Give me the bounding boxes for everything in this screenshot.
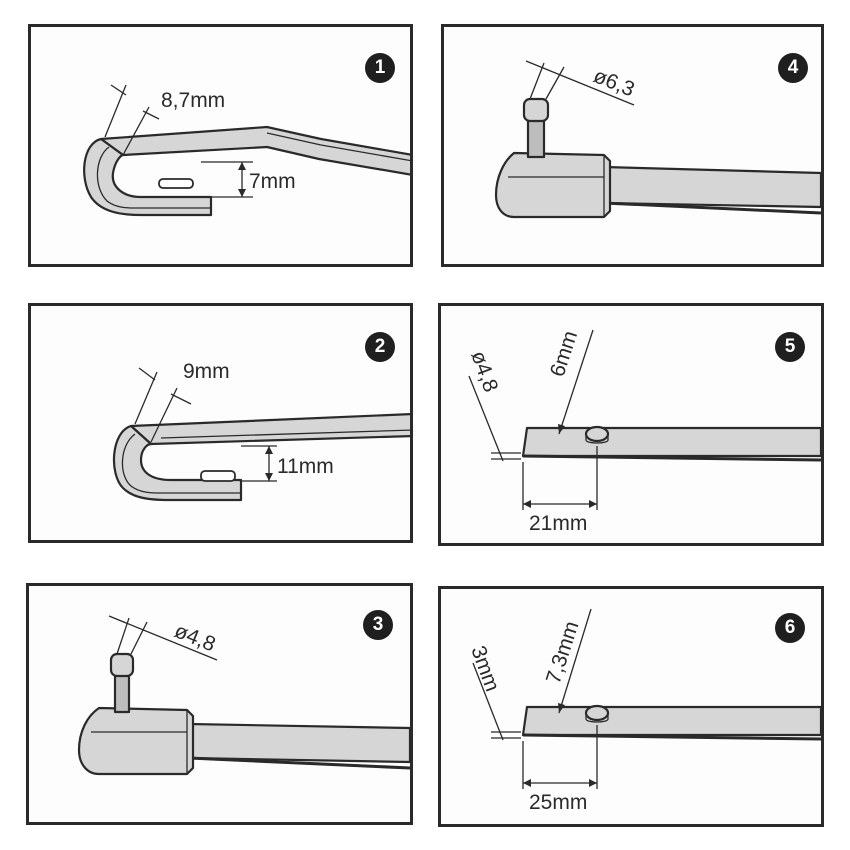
dim-6mm: 6mm	[546, 328, 582, 379]
panel-4-pin-6-3: ø6,3 4	[441, 24, 824, 267]
dim-diameter-6-3: ø6,3	[590, 64, 638, 101]
panel-5-flat-2-5mm: ø4,8 6mm 21mm 5	[438, 303, 824, 546]
panel-number-badge: 2	[365, 332, 395, 362]
panel-number-badge: 1	[365, 53, 395, 83]
panel-1-hook-8-7mm: 8,7mm 7mm 1	[28, 24, 413, 267]
panel-number-badge: 5	[775, 332, 805, 362]
pin-arm-diagram: ø4,8	[77, 615, 410, 776]
dim-25mm: 25mm	[529, 791, 587, 814]
flat-arm-diagram: 3mm 7,3mm 25mm	[466, 608, 821, 814]
panel-number-badge: 6	[775, 613, 805, 643]
dim-21mm: 21mm	[529, 512, 587, 535]
dim-3mm: 3mm	[466, 643, 504, 695]
hook-arm-diagram: 9mm 11mm	[112, 360, 410, 502]
hook-arm-diagram: 8,7mm 7mm	[83, 84, 410, 217]
panel-number-badge: 4	[778, 53, 808, 83]
flat-arm-diagram: ø4,8 6mm 21mm	[466, 328, 821, 535]
dim-9mm: 9mm	[183, 360, 230, 383]
panel-6-flat-3mm: 3mm 7,3mm 25mm 6	[438, 586, 824, 827]
dim-8-7mm: 8,7mm	[161, 89, 225, 112]
dim-7mm: 7mm	[249, 170, 296, 193]
dim-11mm: 11mm	[277, 455, 334, 478]
panel-2-hook-9mm: 9mm 11mm 2	[28, 303, 413, 543]
panel-number-badge: 3	[363, 610, 393, 640]
dim-2-5mm: ø4,8	[466, 348, 502, 395]
panel-3-pin-4-8: ø4,8 3	[26, 583, 413, 825]
pin-arm-diagram: ø6,3	[494, 60, 821, 219]
